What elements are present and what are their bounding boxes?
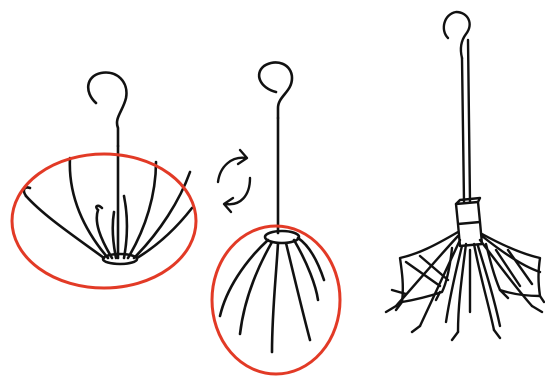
- highlight-circle-middle: [212, 226, 340, 374]
- rib-6: [128, 162, 156, 258]
- canopy-folds: [406, 250, 532, 312]
- rib-4: [113, 212, 116, 258]
- rib-tip-inner: [96, 206, 102, 210]
- highlight-circle-left: [12, 154, 196, 288]
- hook-icon: [259, 62, 292, 118]
- rib-tips: [386, 290, 544, 340]
- hook-icon: [444, 12, 470, 58]
- canopy-panel-center: [446, 246, 500, 326]
- hook-icon: [88, 73, 126, 146]
- closed-umbrella-frame: [220, 62, 324, 352]
- rib-8: [137, 208, 192, 258]
- umbrella-with-canopy-remnants: [386, 12, 544, 340]
- rib-5: [124, 196, 127, 258]
- shaft-line: [462, 58, 464, 202]
- rib-3: [97, 210, 112, 258]
- rib-4: [286, 243, 310, 340]
- rotate-cycle-icon: [218, 150, 250, 212]
- rib-2: [240, 242, 272, 334]
- rib-1: [26, 196, 104, 258]
- shaft-line-back: [468, 40, 470, 202]
- rib-3: [272, 243, 278, 352]
